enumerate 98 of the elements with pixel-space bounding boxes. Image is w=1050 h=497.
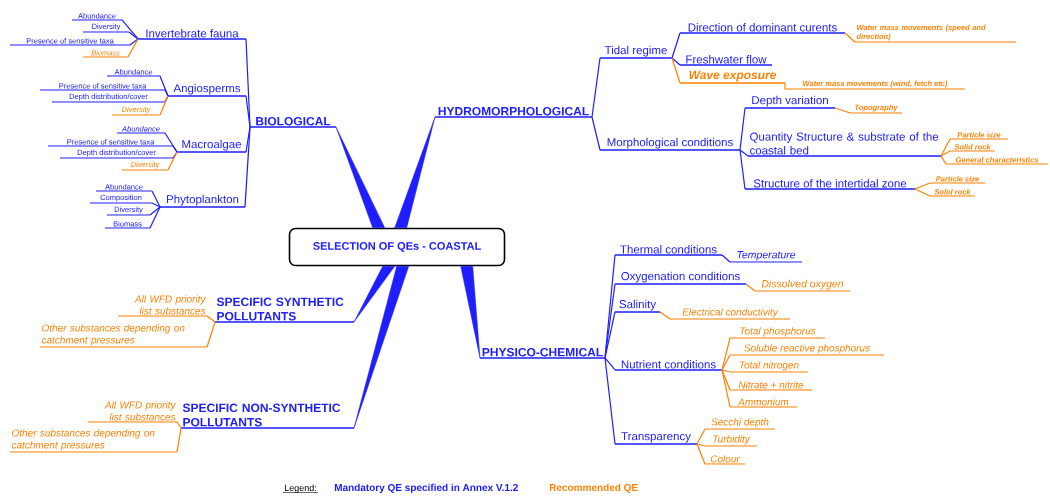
branch-label: SPECIFIC NON-SYNTHETIC POLLUTANTS <box>180 403 355 429</box>
connector-line <box>914 182 931 190</box>
topic-label: Macroalgae <box>176 139 247 153</box>
connector-line <box>206 315 216 323</box>
topic-label: Direction of dominant curents <box>679 23 846 34</box>
topic-label: Dissolved oxygen <box>754 279 851 292</box>
branch-label: PHYSICO-CHEMICAL <box>479 348 606 359</box>
topic-label: Structure of the intertidal zone <box>744 179 916 190</box>
connector-line <box>206 321 216 348</box>
connector-line <box>721 369 731 373</box>
connector-line <box>353 266 395 323</box>
connector-line <box>659 311 671 320</box>
connector-line <box>353 266 409 429</box>
title-box: SELECTION OF QEs - COASTAL <box>288 227 506 267</box>
connector-line <box>696 428 706 445</box>
connector-line <box>176 421 182 429</box>
connector-line <box>844 32 856 43</box>
topic-label: Soluble reactive phosphorus <box>729 344 885 356</box>
connector-line <box>127 38 139 58</box>
connector-line <box>172 151 178 159</box>
connector-line <box>460 266 481 359</box>
connector-line <box>721 337 731 371</box>
connector-line <box>604 357 616 445</box>
connector-line <box>671 32 681 59</box>
connector-line <box>151 190 161 208</box>
connector-line <box>604 357 616 371</box>
topic-label: Temperature <box>729 251 803 263</box>
topic-label: Salinity <box>614 299 661 313</box>
connector-line <box>940 150 951 157</box>
connector-line <box>167 151 178 171</box>
connector-line <box>129 38 139 46</box>
topic-label: Colour <box>704 455 746 465</box>
branch-label: BIOLOGICAL <box>249 117 337 128</box>
topic-label: Quantity Structure & substrate of the coastal bed <box>747 132 942 157</box>
topic-label: Other substances depending on catchment pressures <box>39 324 208 348</box>
connector-line <box>591 116 601 151</box>
topic-label: Depth variation <box>744 95 836 109</box>
connector-line <box>940 155 947 165</box>
connector-line <box>721 369 731 391</box>
topic-label: All WFD priority list substances <box>87 401 178 423</box>
connector-line <box>739 149 749 157</box>
topic-label: Total phosphorus <box>729 327 826 339</box>
connector-line <box>172 145 178 153</box>
connector-line <box>176 427 182 453</box>
connector-line <box>671 57 681 84</box>
connector-line <box>745 283 756 292</box>
topic-label: Tidal regime <box>599 45 673 59</box>
connector-line <box>671 57 681 66</box>
connector-line <box>604 311 616 359</box>
topic-label: Oxygenation conditions <box>614 271 747 285</box>
topic-label: Angiosperms <box>167 83 247 97</box>
connector-line <box>696 443 706 465</box>
topic-label: Secchi depth <box>704 418 776 430</box>
topic-label: Turbidity <box>704 435 758 447</box>
connector-line <box>335 126 385 228</box>
connector-line <box>394 116 436 228</box>
connector-line <box>721 254 731 263</box>
topic-label: Ammonium <box>729 398 798 408</box>
topic-label: Electrical conductivity <box>669 308 791 320</box>
topic-label: All WFD priority list substances <box>117 295 208 317</box>
branch-label: SPECIFIC SYNTHETIC POLLUTANTS <box>214 297 355 323</box>
topic-label: Nitrate + nitrite <box>729 381 813 391</box>
topic-label: Thermal conditions <box>614 245 723 256</box>
legend-heading: Legend: <box>282 484 319 493</box>
topic-label: Freshwater flow <box>679 55 773 66</box>
topic-label: Total nitrogen <box>729 361 809 373</box>
topic-label: Wave exposure <box>679 70 786 84</box>
connector-line <box>149 206 161 229</box>
connector-line <box>159 95 169 116</box>
connector-line <box>739 149 746 190</box>
connector-line <box>696 443 706 447</box>
connector-line <box>604 254 616 359</box>
connector-line <box>244 126 251 208</box>
connector-line <box>721 354 731 371</box>
connector-line <box>245 95 251 128</box>
connector-line <box>834 107 851 114</box>
legend-entry: Mandatory QE specified in Annex V.1.2 <box>334 483 518 494</box>
connector-line <box>940 138 951 157</box>
connector-line <box>245 38 251 128</box>
topic-label: Nutrient conditions <box>614 360 723 371</box>
topic-label: Transparency <box>614 432 698 445</box>
connector-line <box>591 57 601 118</box>
connector-line <box>721 369 731 408</box>
connector-line <box>128 31 139 40</box>
legend-entry: Recommended QE <box>549 483 638 493</box>
topic-label: Other substances depending on catchment pressures <box>9 429 178 453</box>
topic-label: Invertebrate fauna <box>137 29 247 40</box>
connector-line <box>914 188 931 197</box>
topic-label: Phytoplankton <box>159 194 246 208</box>
connector-line <box>164 89 169 97</box>
topic-label: Morphological conditions <box>599 137 741 151</box>
connector-line <box>149 206 161 216</box>
connector-line <box>739 107 746 151</box>
connector-line <box>121 19 139 40</box>
connector-line <box>159 75 169 97</box>
connector-line <box>784 82 786 90</box>
connector-line <box>151 202 161 208</box>
branch-label: HYDROMORPHOLOGICAL <box>434 107 593 118</box>
